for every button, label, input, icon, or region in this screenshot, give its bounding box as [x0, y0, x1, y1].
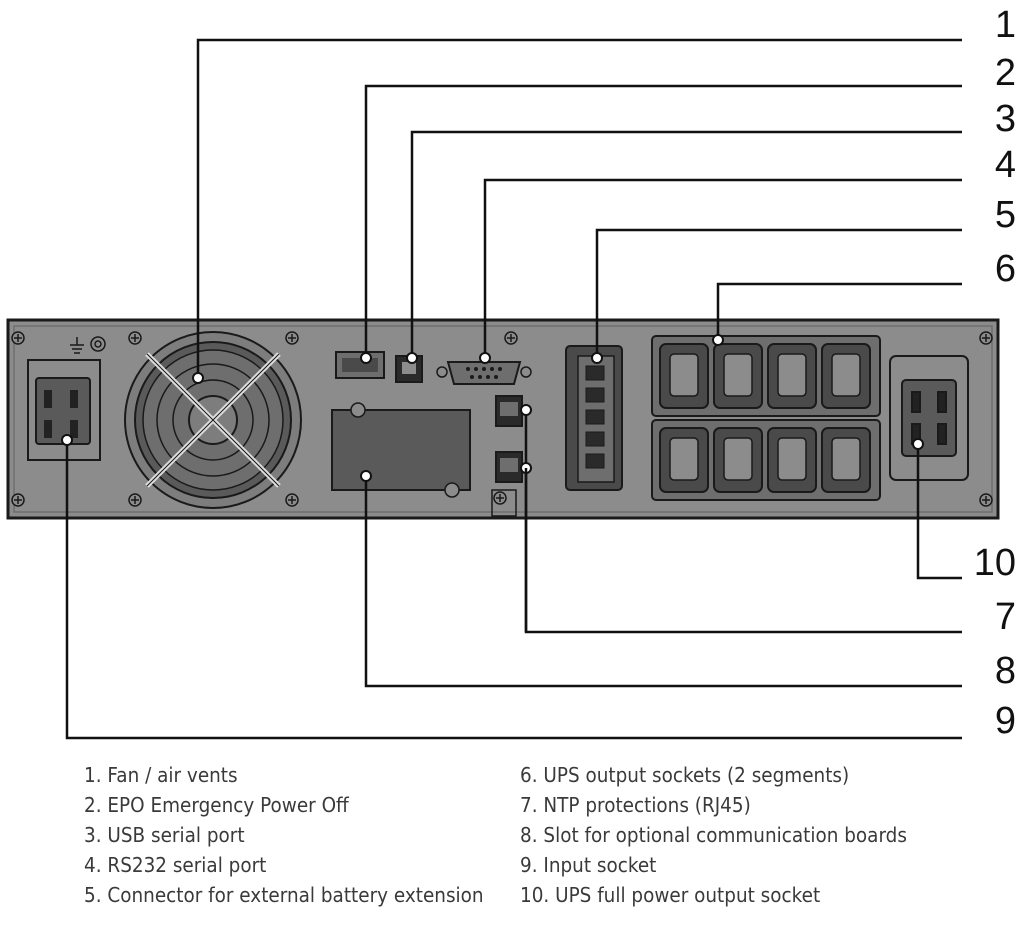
screw-icon [11, 493, 25, 507]
legend-right-column: 6. UPS output sockets (2 segments) 7. NT… [520, 760, 941, 910]
screw-icon [128, 493, 142, 507]
callout-number: 1 [994, 4, 1016, 46]
callout-number: 10 [973, 542, 1016, 584]
legend-item: 2. EPO Emergency Power Off [84, 793, 349, 817]
screw-icon [285, 493, 299, 507]
battery-connector[interactable] [565, 345, 623, 491]
screw-icon [979, 331, 993, 345]
legend-item: 9. Input socket [520, 853, 657, 877]
callout-number: 2 [994, 52, 1016, 94]
ntp-rj45-ports[interactable] [491, 395, 523, 517]
legend-item: 6. UPS output sockets (2 segments) [520, 763, 850, 787]
callout-number: 3 [994, 98, 1016, 140]
callout-number: 5 [994, 194, 1016, 236]
legend-left-column: 1. Fan / air vents 2. EPO Emergency Powe… [84, 760, 518, 910]
legend-item: 5. Connector for external battery extens… [84, 883, 484, 907]
screw-icon [504, 331, 518, 345]
panel-screws [11, 331, 993, 507]
legend-item: 4. RS232 serial port [84, 853, 267, 877]
epo-connector[interactable] [335, 351, 385, 379]
screw-icon [493, 491, 507, 505]
callout-number: 6 [994, 248, 1016, 290]
legend-item: 10. UPS full power output socket [520, 883, 821, 907]
output-sockets[interactable] [651, 335, 881, 501]
screw-icon [979, 493, 993, 507]
ground-symbol-icon [70, 336, 106, 354]
legend-item: 7. NTP protections (RJ45) [520, 793, 751, 817]
callout-number: 7 [994, 596, 1016, 638]
legend-item: 8. Slot for optional communication board… [520, 823, 907, 847]
callout-number: 4 [994, 144, 1016, 186]
fan-icon [124, 331, 302, 509]
rs232-port[interactable] [436, 361, 532, 385]
screw-icon [128, 331, 142, 345]
callout-number: 9 [994, 700, 1016, 742]
communication-slot[interactable] [331, 402, 471, 498]
full-power-output-socket[interactable] [889, 355, 969, 481]
legend-item: 3. USB serial port [84, 823, 245, 847]
callout-number: 8 [994, 650, 1016, 692]
screw-icon [285, 331, 299, 345]
screw-icon [11, 331, 25, 345]
legend-item: 1. Fan / air vents [84, 763, 238, 787]
